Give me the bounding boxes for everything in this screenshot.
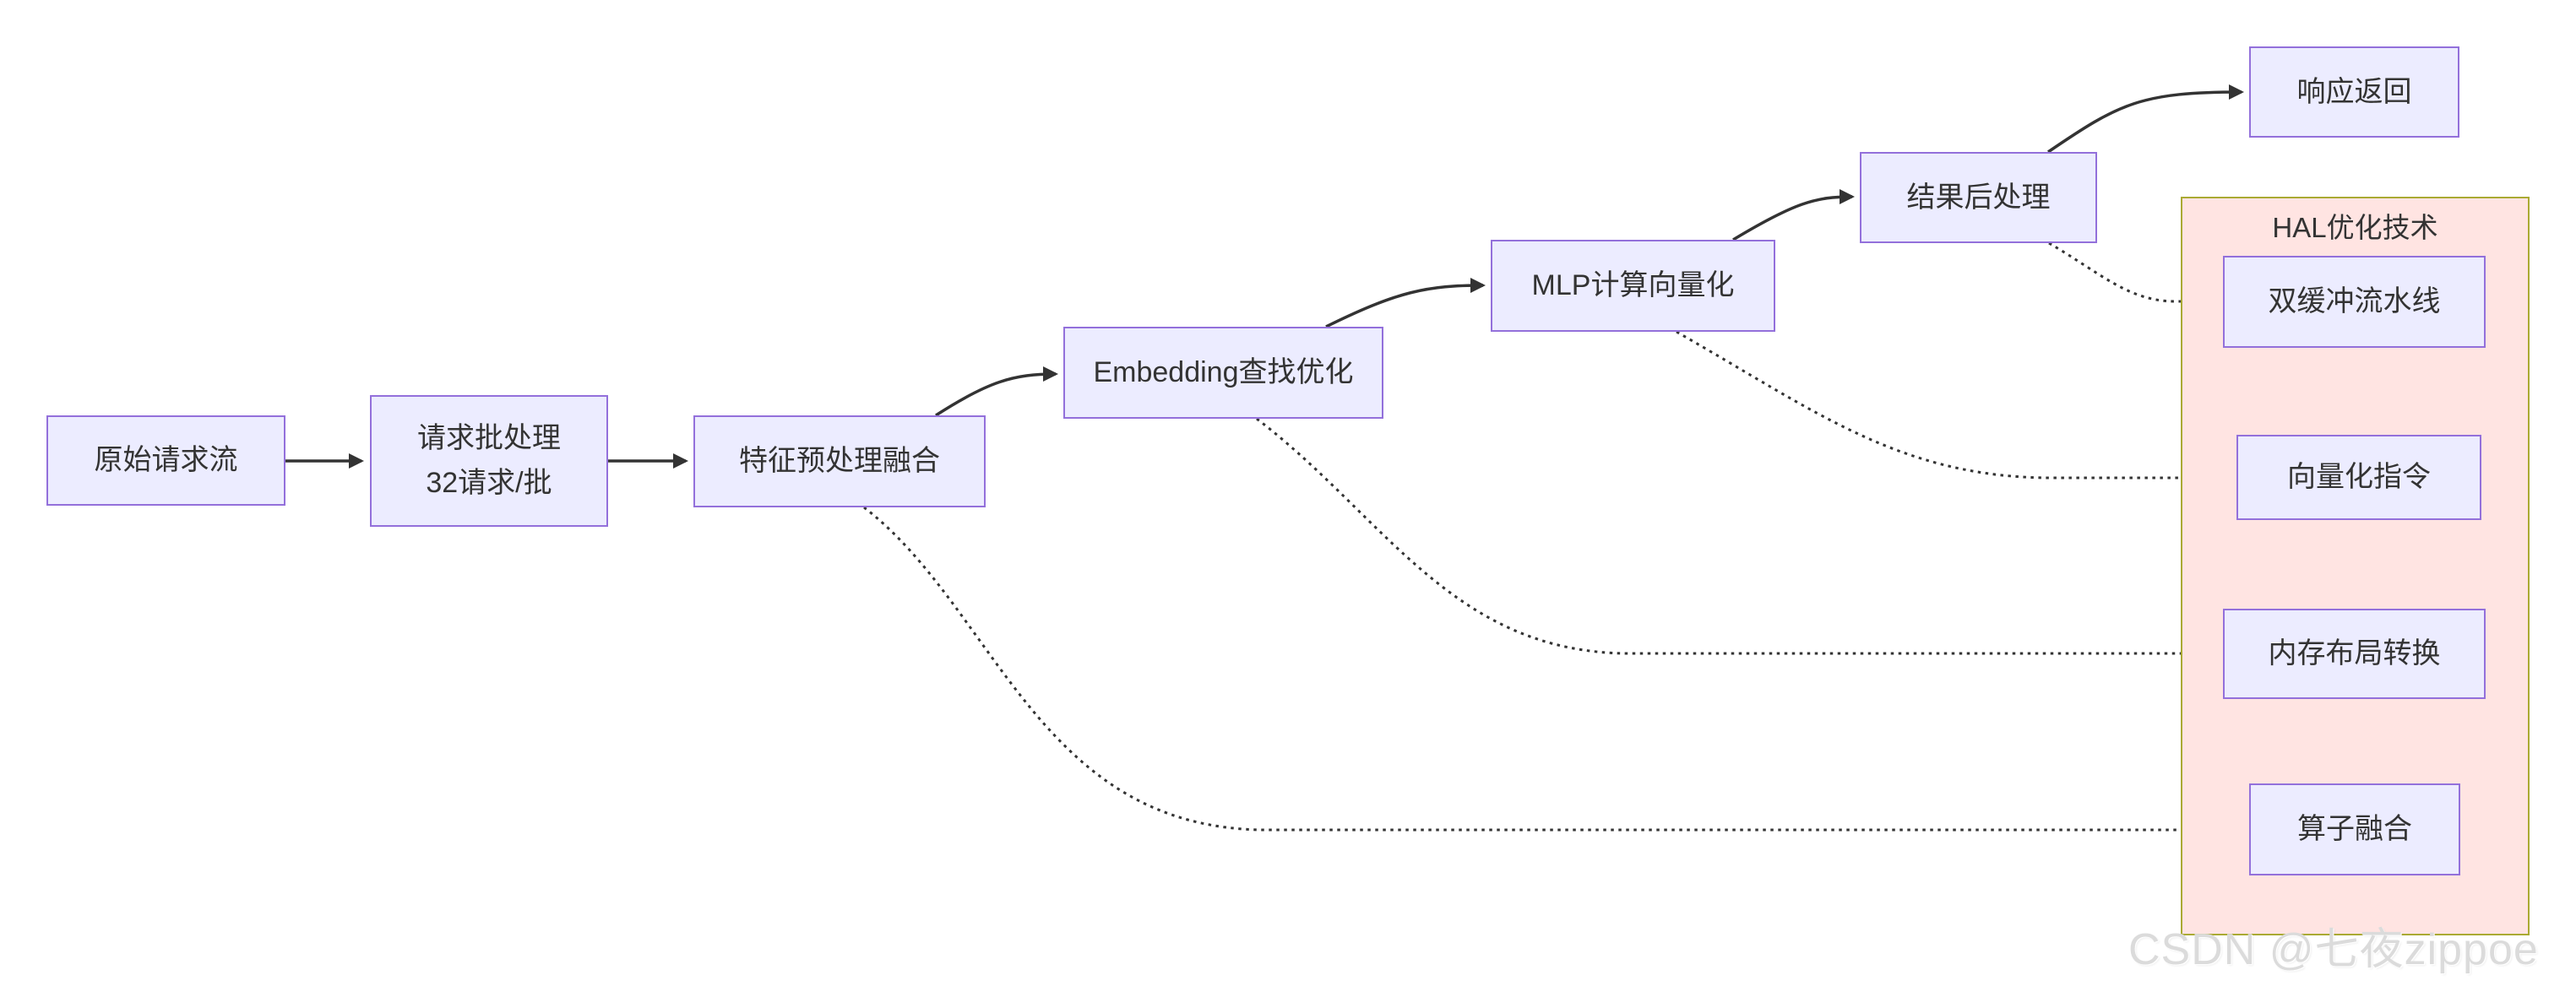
node-embedding-lookup-optimization: Embedding查找优化 xyxy=(1063,327,1383,419)
node-request-batching: 请求批处理 32请求/批 xyxy=(370,395,608,527)
edge-embedding-to-mlp xyxy=(1325,278,1486,328)
node-double-buffer-pipeline: 双缓冲流水线 xyxy=(2223,256,2486,348)
node-label: MLP计算向量化 xyxy=(1531,269,1735,302)
node-label: 内存布局转换 xyxy=(2268,637,2441,670)
edge-mlp-to-post xyxy=(1732,189,1855,241)
node-feature-preprocess-fusion: 特征预处理融合 xyxy=(693,415,986,507)
node-result-postprocessing: 结果后处理 xyxy=(1860,152,2097,243)
node-label-line2: 32请求/批 xyxy=(426,467,552,499)
node-label: 特征预处理融合 xyxy=(739,445,940,478)
node-operator-fusion: 算子融合 xyxy=(2249,783,2460,875)
node-label: 结果后处理 xyxy=(1906,181,2051,214)
edge-feature-to-embedding xyxy=(935,366,1058,417)
edge-mlp-to-vector-inst xyxy=(1676,330,2231,485)
node-label: 算子融合 xyxy=(2297,813,2412,846)
node-memory-layout-transform: 内存布局转换 xyxy=(2223,609,2486,699)
edge-embedding-to-memory-layout xyxy=(1256,417,2218,661)
node-vectorized-instructions: 向量化指令 xyxy=(2236,435,2481,520)
node-label: Embedding查找优化 xyxy=(1093,356,1354,389)
node-response-return: 响应返回 xyxy=(2249,46,2459,138)
node-label-line1: 请求批处理 xyxy=(417,422,561,455)
hal-panel-title: HAL优化技术 xyxy=(2272,212,2438,243)
edge-feature-to-operator-fusion xyxy=(863,506,2244,837)
watermark: CSDN @七夜zippoe xyxy=(2128,925,2539,974)
edge-post-to-response xyxy=(2047,84,2244,154)
node-label: 响应返回 xyxy=(2296,75,2412,108)
node-label: 原始请求流 xyxy=(94,444,238,477)
node-label: 向量化指令 xyxy=(2287,461,2431,494)
node-label: 双缓冲流水线 xyxy=(2268,285,2441,318)
node-raw-request-flow: 原始请求流 xyxy=(46,415,285,506)
node-mlp-vectorization: MLP计算向量化 xyxy=(1491,240,1775,332)
